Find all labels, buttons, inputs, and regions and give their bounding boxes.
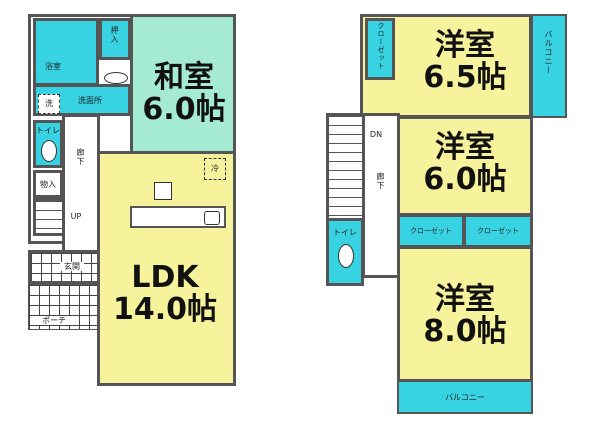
storage-label: 物入 <box>40 180 56 189</box>
washer-label: 洗 <box>38 94 60 114</box>
bath-label: 浴室 <box>45 62 61 71</box>
stairs-up-label: UP <box>70 212 82 221</box>
closet-1-label: クローゼット <box>377 22 385 70</box>
western-6-0-size: 6.0帖 <box>423 162 507 197</box>
hallway <box>62 114 100 254</box>
toilet-2f-label: トイレ <box>333 228 357 237</box>
stove-icon <box>204 211 220 225</box>
stairs-dn-label: DN <box>369 130 383 139</box>
oshiire-label: 押入 <box>110 26 119 44</box>
porch-label: ポーチ <box>36 316 72 325</box>
western-6-0-label: 洋室 6.0帖 <box>410 132 520 196</box>
room-washitsu <box>130 14 236 154</box>
ldk-size: 14.0帖 <box>112 292 218 327</box>
ldk-name: LDK <box>131 260 199 295</box>
washitsu-size: 6.0帖 <box>142 92 226 127</box>
western-8-0-label: 洋室 8.0帖 <box>410 284 520 348</box>
western-8-0-size: 8.0帖 <box>423 314 507 349</box>
entrance-label: 玄関 <box>60 262 84 271</box>
hallway-label: 廊下 <box>76 148 85 166</box>
sink-icon <box>104 72 128 84</box>
room-oshiire <box>99 18 131 60</box>
washitsu-name: 和室 <box>154 60 214 95</box>
stairs-2f <box>326 113 366 223</box>
hallway-2f-label: 廊下 <box>376 172 385 190</box>
balcony-1 <box>531 14 567 118</box>
closet-2-label: クローゼット <box>410 227 452 235</box>
ldk-label: LDK 14.0帖 <box>100 262 230 326</box>
western-6-0-name: 洋室 <box>435 130 495 165</box>
room-bath <box>33 18 99 86</box>
kitchen-counter <box>130 206 226 228</box>
washroom-label: 洗面所 <box>78 96 102 105</box>
balcony-2 <box>397 380 533 414</box>
toilet-2f-icon <box>338 244 354 268</box>
balcony-1-label: バルコニー <box>544 30 553 75</box>
stairs <box>33 198 65 236</box>
room-storage <box>33 170 63 198</box>
washitsu-label: 和室 6.0帖 <box>134 62 234 126</box>
closet-1 <box>365 18 395 80</box>
fridge-label: 冷 <box>204 158 226 180</box>
closet-3-label: クローゼット <box>477 227 519 235</box>
western-6-5-name: 洋室 <box>435 28 495 63</box>
room-western-8-0 <box>397 246 533 382</box>
western-6-5-size: 6.5帖 <box>423 60 507 95</box>
western-6-5-label: 洋室 6.5帖 <box>410 30 520 94</box>
toilet-icon <box>41 140 57 162</box>
range-hood-icon <box>154 182 172 200</box>
balcony-2-label: バルコニー <box>445 393 485 402</box>
room-western-6-0 <box>397 116 533 216</box>
toilet-label: トイレ <box>36 126 60 135</box>
western-8-0-name: 洋室 <box>435 282 495 317</box>
